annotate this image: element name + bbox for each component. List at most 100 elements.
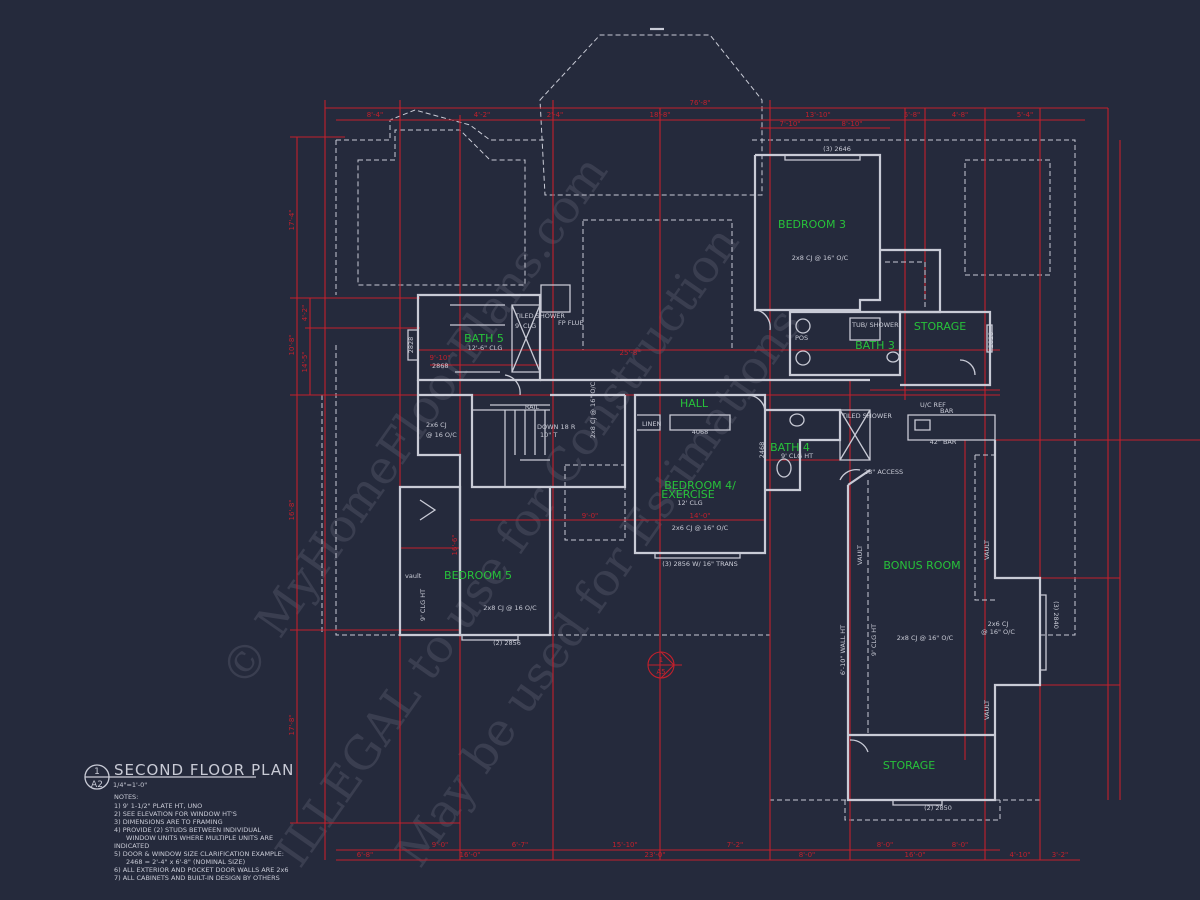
dim-left: 17'-8" [288, 714, 296, 735]
dim-bottom: 3'-2" [1052, 851, 1069, 859]
dim-bottom2: 8'-0" [952, 841, 969, 849]
dim-bottom2: 7'-2" [727, 841, 744, 849]
dim-bottom2: 9'-0" [432, 841, 449, 849]
dim-interior: 9'-0" [582, 512, 599, 520]
notes-heading: NOTES: [114, 793, 138, 801]
note: 10" T [540, 431, 557, 439]
dim-top: 5'-4" [1017, 111, 1034, 119]
dim-bottom: 23'-0" [644, 851, 665, 859]
dim-top: 18'-8" [649, 111, 670, 119]
section-marker: 1 A5 [647, 651, 682, 679]
room-storage-lower: STORAGE [883, 759, 935, 772]
note-line: 2468 = 2'-4" x 6'-8" (NOMINAL SIZE) [126, 858, 245, 866]
note: 6'-10" WALL HT [839, 625, 847, 675]
dim-bottom: 6'-8" [357, 851, 374, 859]
note: RAIL [525, 403, 540, 411]
note: LINEN [642, 420, 662, 428]
dim-interior: 16'-6" [451, 534, 459, 555]
plan-scale: 1/4"=1'-0" [113, 781, 147, 789]
roof-outline [321, 27, 1076, 821]
note: VAULT [983, 540, 991, 560]
room-bedroom-4: BEDROOM 4/ [664, 479, 736, 492]
note: 2468 [758, 442, 766, 459]
note: 2x6 CJ [988, 620, 1009, 628]
note: BAR [940, 407, 954, 415]
note: 2868 [432, 362, 449, 370]
room-bath-5: BATH 5 [464, 332, 504, 345]
dim-interior: 9'-10" [429, 354, 450, 362]
note: 9' CLG HT [870, 624, 878, 656]
sheet-number: A2 [91, 780, 103, 790]
note: POS [795, 334, 808, 342]
annotations: (3) 2646 2x8 CJ @ 16" O/C 12'-6" CLG TIL… [405, 145, 1060, 812]
room-hall: HALL [680, 397, 709, 410]
dim-left2: 14'-5" [301, 351, 309, 372]
room-storage-upper: STORAGE [914, 320, 966, 333]
note-line: 7) ALL CABINETS AND BUILT-IN DESIGN BY O… [114, 874, 280, 882]
dim-top2: 8'-10" [841, 120, 862, 128]
note: DOWN 18 R [537, 423, 576, 431]
dim-bottom: 16'-0" [459, 851, 480, 859]
dim-bottom2: 8'-0" [877, 841, 894, 849]
dim-top: 4'-8" [952, 111, 969, 119]
detail-number: 1 [94, 767, 100, 777]
note: 2x8 CJ @ 16" O/C [589, 381, 597, 438]
room-labels: BEDROOM 3 BATH 5 BATH 3 STORAGE HALL BAT… [444, 218, 966, 772]
room-bath-3: BATH 3 [855, 339, 895, 352]
note: (3) 2856 W/ 16" TRANS [662, 560, 738, 568]
dim-top: 2'-4" [547, 111, 564, 119]
dim-bottom2: 6'-7" [512, 841, 529, 849]
dim-bottom2: 15'-10" [612, 841, 637, 849]
note-line: 5) DOOR & WINDOW SIZE CLARIFICATION EXAM… [114, 850, 284, 858]
note: TUB/ SHOWER [851, 321, 899, 329]
note: 4068 [692, 428, 709, 436]
note-line: 1) 9' 1-1/2" PLATE HT, UNO [114, 802, 202, 810]
dim-interior: 25'-8" [619, 349, 640, 357]
dim-left: 17'-4" [288, 209, 296, 230]
note: TILED SHOWER [841, 412, 892, 420]
note: 12' CLG [677, 499, 702, 507]
note: 2828 [987, 332, 995, 349]
note-line: INDICATED [114, 842, 149, 850]
note-line: 2) SEE ELEVATION FOR WINDOW HT'S [114, 810, 237, 818]
room-bedroom-4-line2: EXERCISE [661, 488, 714, 501]
note-line: 6) ALL EXTERIOR AND POCKET DOOR WALLS AR… [114, 866, 289, 874]
note: 28" ACCESS [864, 468, 903, 476]
note-line: WINDOW UNITS WHERE MULTIPLE UNITS ARE [126, 834, 273, 842]
note: @ 16" O/C [981, 628, 1015, 636]
dim-interior: 14'-0" [689, 512, 710, 520]
watermark: © MyHomeFloorPlans.com ILLEGAL to use fo… [210, 146, 812, 877]
dim-left: 16'-8" [288, 499, 296, 520]
note-line: 3) DIMENSIONS ARE TO FRAMING [114, 818, 223, 826]
dim-overall: 76'-8" [689, 99, 710, 107]
note: 9' CLG HT [781, 452, 813, 460]
room-bedroom-3: BEDROOM 3 [778, 218, 846, 231]
note: FP FLUE [558, 319, 584, 327]
note-line: 4) PROVIDE (2) STUDS BETWEEN INDIVIDUAL [114, 826, 261, 834]
note: vault [405, 572, 422, 580]
section-number: 1 [659, 656, 663, 664]
note: 2828 [407, 337, 415, 354]
note: (3) 2646 [823, 145, 851, 153]
note: VAULT [983, 700, 991, 720]
walls [398, 153, 1047, 806]
note: VAULT [856, 545, 864, 565]
note: (2) 2850 [924, 804, 952, 812]
note: 9' CLG [515, 322, 536, 330]
dim-top: 8'-4" [367, 111, 384, 119]
dim-bottom: 16'-0" [904, 851, 925, 859]
plan-title: SECOND FLOOR PLAN [114, 761, 294, 779]
dim-top: 5'-8" [904, 111, 921, 119]
dim-bottom: 4'-10" [1009, 851, 1030, 859]
note: 12'-6" CLG [468, 344, 503, 352]
dimension-lines [290, 100, 1200, 861]
dim-top2: 7'-10" [779, 120, 800, 128]
section-sheet: A5 [656, 668, 665, 676]
note: 2x8 CJ @ 16" O/C [897, 634, 954, 642]
note: 2x8 CJ @ 16" O/C [792, 254, 849, 262]
note: (3) 2840 [1052, 601, 1060, 629]
note: U/C REF [920, 401, 946, 409]
note: 9' CLG HT [419, 589, 427, 621]
room-bonus: BONUS ROOM [883, 559, 960, 572]
